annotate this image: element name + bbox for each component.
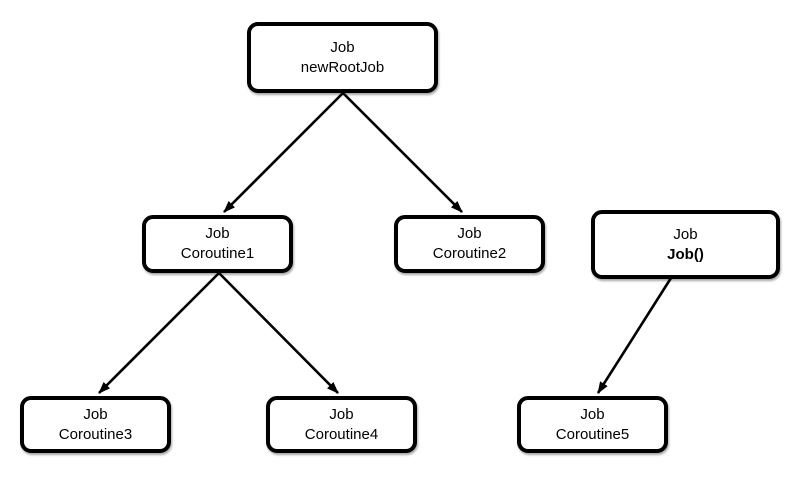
node-label: Job Coroutine5 — [556, 405, 629, 445]
node-job-coroutine4: Job Coroutine4 — [266, 396, 417, 453]
node-job-newrootjob: Job newRootJob — [247, 22, 438, 93]
node-name-text: Job() — [667, 245, 704, 263]
node-name-text: Coroutine2 — [432, 245, 507, 262]
node-type-text: Job — [329, 405, 354, 423]
node-label: Job Job() — [667, 225, 704, 265]
node-job-coroutine5: Job Coroutine5 — [517, 396, 668, 453]
node-type-text: Job — [205, 225, 230, 242]
node-name-text: Coroutine4 — [304, 425, 379, 443]
node-job-jobcall: Job Job() — [591, 210, 780, 279]
node-type-text: Job — [330, 38, 355, 56]
node-type-text: Job — [673, 225, 698, 243]
node-name-text: Coroutine3 — [58, 425, 133, 443]
node-label: Job Coroutine4 — [305, 405, 378, 445]
arrow-coroutine1-to-coroutine3 — [98, 272, 220, 394]
node-type-text: Job — [83, 405, 108, 423]
node-job-coroutine2: Job Coroutine2 — [394, 215, 545, 273]
node-job-coroutine3: Job Coroutine3 — [20, 396, 171, 453]
node-label: Job Coroutine1 — [181, 224, 254, 264]
arrow-jobcall-to-coroutine5 — [596, 277, 673, 394]
node-type-text: Job — [457, 225, 482, 242]
arrow-coroutine1-to-coroutine4 — [218, 272, 339, 394]
node-label: Job Coroutine2 — [433, 224, 506, 264]
arrow-newrootjob-to-coroutine2 — [342, 92, 463, 213]
node-job-coroutine1: Job Coroutine1 — [142, 215, 293, 273]
node-name-text: Coroutine5 — [555, 425, 630, 443]
node-label: Job newRootJob — [301, 38, 384, 78]
node-label: Job Coroutine3 — [59, 405, 132, 445]
node-name-text: newRootJob — [300, 58, 385, 76]
arrow-newrootjob-to-coroutine1 — [223, 92, 344, 213]
node-type-text: Job — [580, 405, 605, 423]
node-name-text: Coroutine1 — [180, 245, 255, 262]
